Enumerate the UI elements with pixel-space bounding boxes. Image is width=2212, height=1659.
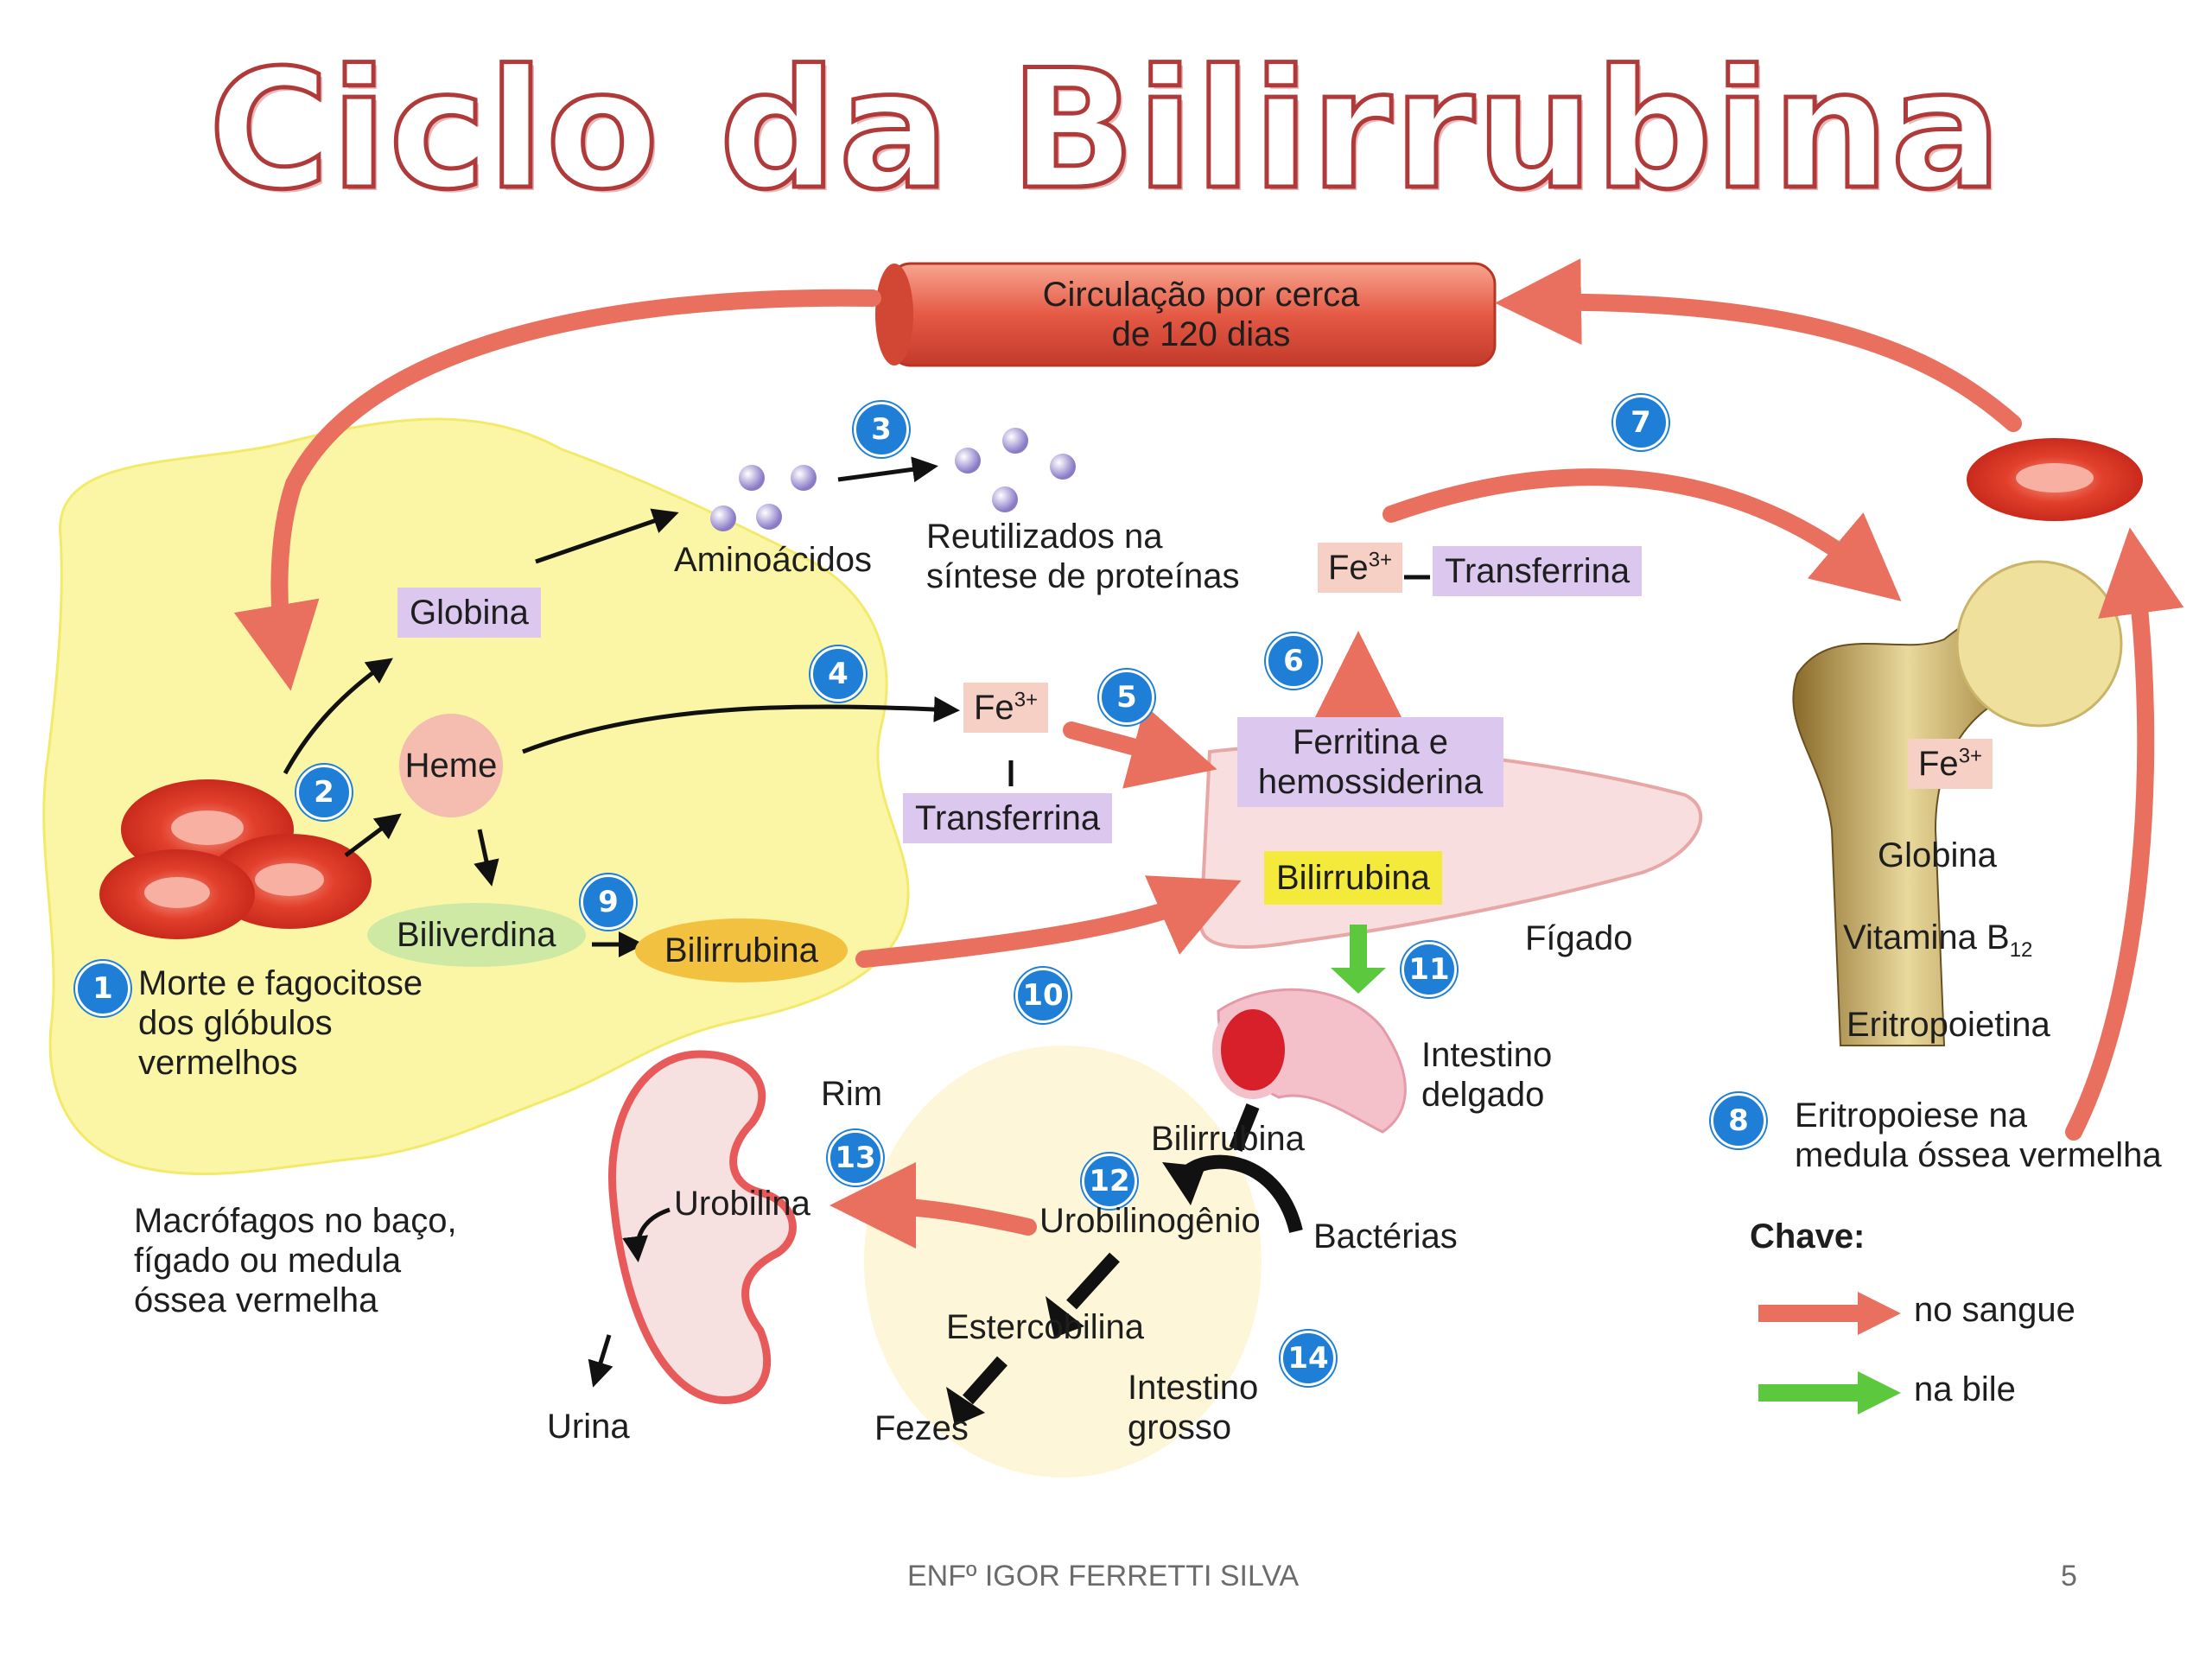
vitamina-text: Vitamina B	[1843, 918, 2010, 957]
arrow-aa-to-reuse	[837, 456, 938, 483]
bilirrubina-intestine-label: Bilirrubina	[1151, 1120, 1305, 1158]
arrow-stercobilin-to-feces	[963, 1356, 1007, 1405]
step-badge-1: 1	[75, 961, 130, 1016]
urina-label: Urina	[547, 1408, 630, 1446]
rbc-new	[1967, 438, 2143, 521]
arrow-bilirubin-to-liver	[855, 875, 1242, 968]
slide-title: Ciclo da Bilirrubina	[207, 33, 2004, 228]
step-badge-2: 2	[296, 765, 352, 820]
arrow-bilirubin-to-urobilinogen	[1229, 1103, 1260, 1152]
fe-marrow-charge: 3+	[1958, 744, 1983, 768]
step-badge-4: 4	[810, 646, 866, 702]
fe-liver-label: Fe3+	[1318, 543, 1403, 593]
arrow-rbc-to-circulation	[1495, 258, 2022, 432]
arrow-urobilina-to-urine	[588, 1334, 613, 1388]
footer-page-number: 5	[2061, 1560, 2077, 1592]
arrow-heme-to-fe	[522, 696, 960, 754]
fe-label: Fe3+	[963, 683, 1049, 733]
step-badge-8: 8	[1711, 1093, 1766, 1148]
femur-shape	[1792, 560, 2123, 1046]
step-badge-9: 9	[581, 874, 636, 930]
reutilizados-label: Reutilizados na síntese de proteínas	[926, 518, 1240, 595]
ferritina-label: Ferritina e hemossiderina	[1237, 717, 1503, 807]
step-badge-5: 5	[1099, 670, 1154, 725]
circulation-label: Circulação por cerca de 120 dias	[1042, 276, 1360, 353]
fe-charge: 3+	[1014, 688, 1039, 712]
step-badge-3: 3	[854, 402, 909, 457]
biliverdina-label: Biliverdina	[367, 903, 586, 967]
bilirrubina-macrophage-label: Bilirrubina	[635, 918, 848, 982]
eritropoiese-label: Eritropoiese na medula óssea vermelha	[1795, 1096, 2162, 1174]
step-badge-7: 7	[1613, 395, 1669, 450]
step-badge-12: 12	[1082, 1154, 1137, 1209]
key-bile-arrow	[1758, 1371, 1901, 1414]
urobilina-label: Urobilina	[674, 1185, 810, 1223]
arrow-urobilinogen-to-kidney	[830, 1162, 1037, 1249]
key-title: Chave:	[1750, 1217, 1866, 1255]
vitamina-subscript: 12	[2009, 938, 2033, 962]
intestine-lumen	[1212, 1001, 1294, 1099]
fe-liver-symbol: Fe	[1328, 549, 1369, 587]
arrow-to-globina	[283, 658, 393, 775]
fe-marrow-symbol: Fe	[1918, 745, 1959, 783]
death-phagocytosis-label: Morte e fagocitose dos glóbulos vermelho…	[138, 964, 423, 1082]
arrow-kidney-curve	[622, 1207, 671, 1262]
eritropoietina-label: Eritropoietina	[1847, 1006, 2050, 1044]
intestino-grosso-label: Intestino grosso	[1128, 1369, 1259, 1446]
arrow-globina-to-aa	[535, 508, 679, 564]
arrow-to-heme	[344, 813, 402, 857]
fe-marrow-label: Fe3+	[1908, 739, 1993, 789]
urobilinogenio-label: Urobilinogênio	[1039, 1202, 1261, 1240]
intestino-delgado-label: Intestino delgado	[1421, 1036, 1553, 1114]
bacterias-label: Bactérias	[1313, 1217, 1458, 1255]
step-badge-6: 6	[1266, 633, 1321, 689]
aminoacidos-label: Aminoácidos	[674, 541, 873, 579]
globina-marrow-label: Globina	[1878, 836, 1997, 874]
footer-author: ENFº IGOR FERRETTI SILVA	[907, 1560, 1300, 1592]
arrow-heme-to-biliverdina	[474, 829, 499, 887]
fe-liver-charge: 3+	[1368, 548, 1393, 572]
key-blood-arrow	[1758, 1292, 1901, 1335]
step-badge-14: 14	[1281, 1331, 1336, 1386]
transferrina-liver-label: Transferrina	[1433, 546, 1643, 596]
key-blood-label: no sangue	[1914, 1291, 2075, 1329]
fe-symbol: Fe	[974, 689, 1014, 727]
kidney-shape	[608, 1050, 797, 1404]
step-badge-11: 11	[1402, 942, 1457, 997]
fezes-label: Fezes	[874, 1409, 969, 1447]
rbc-cluster	[99, 779, 372, 939]
key-bile-label: na bile	[1914, 1370, 2016, 1408]
rim-label: Rim	[821, 1075, 883, 1113]
arrow-circulation-to-macrophage	[233, 289, 881, 691]
arrow-urobilinogen-to-stercobilin	[1066, 1252, 1120, 1310]
arrow-transferrin-to-marrow	[1382, 468, 1902, 601]
step-badge-10: 10	[1015, 968, 1071, 1023]
large-intestine-shape	[864, 1046, 1262, 1478]
figado-label: Fígado	[1525, 919, 1633, 957]
macrophage-location-label: Macrófagos no baço, fígado ou medula óss…	[134, 1202, 457, 1319]
heme-label: Heme	[399, 714, 503, 817]
arrow-fe-to-liver	[1063, 705, 1217, 789]
estercobilina-label: Estercobilina	[946, 1308, 1145, 1346]
globina-label: Globina	[397, 588, 541, 638]
amino-acid-beads	[710, 428, 1076, 531]
bilirrubina-liver-label: Bilirrubina	[1264, 851, 1442, 905]
arrow-marrow-to-rbc	[2065, 527, 2184, 1141]
vitamina-label: Vitamina B12	[1843, 918, 2032, 963]
transferrina-label: Transferrina	[903, 793, 1113, 843]
step-badge-13: 13	[828, 1130, 883, 1185]
